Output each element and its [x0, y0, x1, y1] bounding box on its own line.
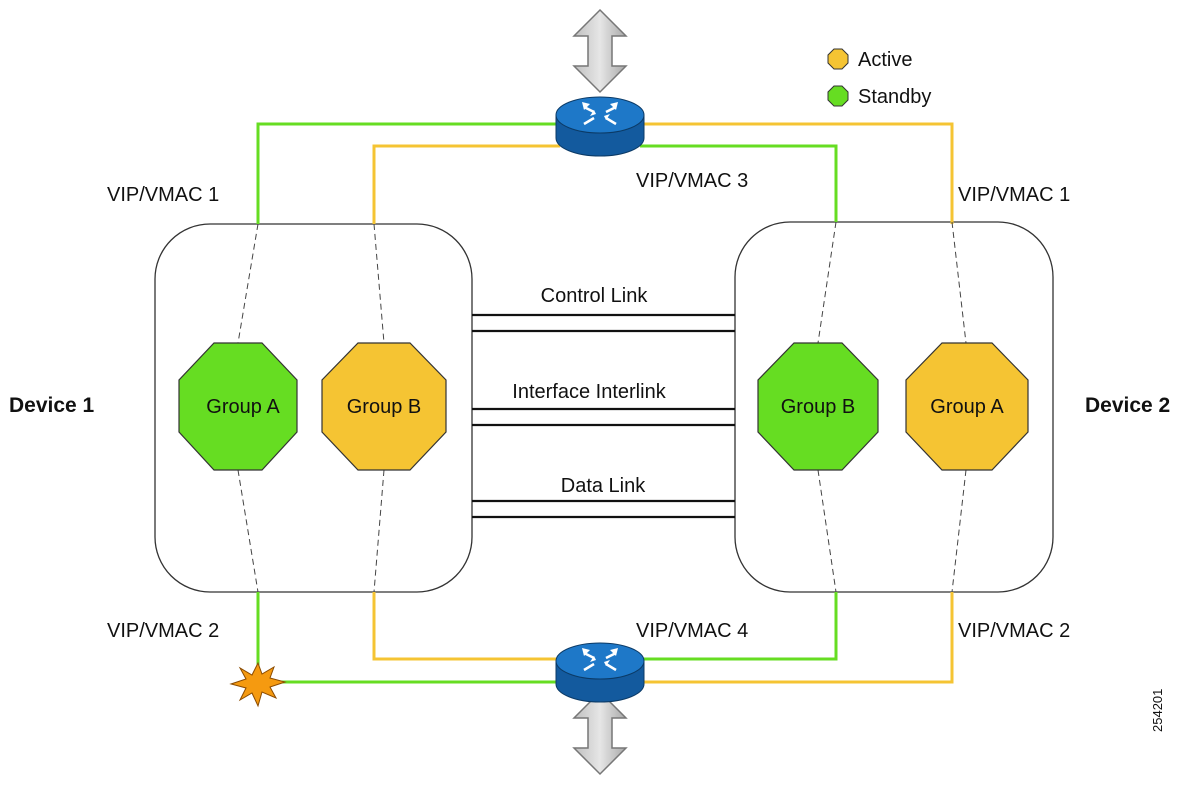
vip-left-top-label: VIP/VMAC 1 [107, 184, 219, 206]
d2-group-a-label: Group A [930, 396, 1004, 418]
legend-active-swatch [827, 48, 849, 70]
legend-standby-swatch [827, 85, 849, 107]
control-link-label: Control Link [541, 285, 649, 307]
bottom-uplink-arrow-icon [572, 690, 628, 776]
top-router-icon [555, 96, 645, 157]
bottom-yellow-line-device1 [372, 592, 560, 661]
interface-interlink-cable [472, 407, 735, 427]
internal-dashed-lines [237, 221, 967, 593]
vip-right-bottom-label: VIP/VMAC 2 [958, 620, 1070, 642]
bottom-green-line-device2 [640, 592, 838, 661]
d1-group-b-active [321, 342, 447, 471]
d1-group-a-standby [178, 342, 298, 471]
figure-id: 254201 [1150, 689, 1165, 732]
data-link-label: Data Link [561, 475, 646, 497]
bottom-yellow-line-device2 [640, 592, 954, 684]
d2-group-b-standby [757, 342, 879, 471]
device2-box [734, 221, 1054, 593]
d2-group-b-label: Group B [781, 396, 855, 418]
vip-router-bottom-label: VIP/VMAC 4 [636, 620, 748, 642]
data-link-cable [472, 499, 735, 519]
d2-group-a-active [905, 342, 1029, 471]
device2-label: Device 2 [1085, 394, 1170, 417]
device1-label: Device 1 [9, 394, 95, 417]
vip-left-bottom-label: VIP/VMAC 2 [107, 620, 219, 642]
vip-right-top-label: VIP/VMAC 1 [958, 184, 1070, 206]
legend-standby-label: Standby [858, 86, 931, 108]
top-green-line-device2 [640, 144, 838, 222]
control-link-cable [472, 313, 735, 333]
top-yellow-line-device1 [372, 144, 560, 224]
bottom-green-line-device1 [256, 592, 558, 684]
d1-group-a-label: Group A [206, 396, 280, 418]
top-green-line-device1 [256, 122, 558, 224]
interface-interlink-label: Interface Interlink [512, 381, 666, 403]
bottom-router-icon [555, 642, 645, 703]
d1-group-b-label: Group B [347, 396, 421, 418]
link-failure-burst-icon [229, 661, 287, 708]
top-yellow-line-device2 [640, 122, 954, 224]
legend: Active Standby [827, 48, 931, 108]
legend-active-label: Active [858, 49, 912, 71]
top-uplink-arrow-icon [572, 8, 628, 94]
vip-router-top-label: VIP/VMAC 3 [636, 170, 748, 192]
